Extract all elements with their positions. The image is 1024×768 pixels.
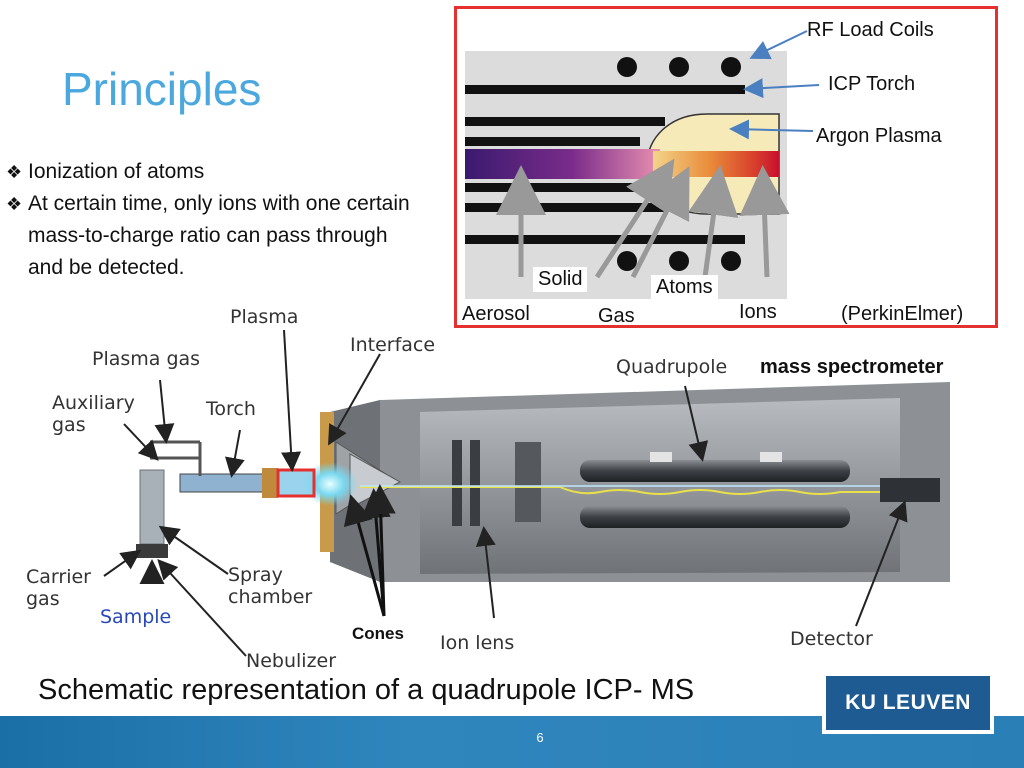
torch-tube: [179, 473, 271, 493]
spray-chamber-body: [139, 469, 165, 545]
icp-ms-schematic: Plasma Interface Plasma gas Auxiliary ga…: [0, 282, 1000, 682]
cones-leader: [343, 494, 386, 617]
rf-coil-dot: [669, 251, 689, 271]
mass-spectrometer-label: mass spectrometer: [760, 356, 944, 378]
torch-cross-section-diagram: [465, 30, 820, 299]
page-number: 6: [536, 730, 544, 745]
argon-plasma-callout-arrow: [729, 119, 814, 140]
rf-coils-callout-arrow: [749, 30, 808, 60]
slide-caption: Schematic representation of a quadrupole…: [38, 674, 695, 706]
icp-torch-callout-arrow: [743, 78, 820, 99]
rf-coil-dot: [721, 251, 741, 271]
quadrupole-rod: [580, 506, 850, 528]
plasma-gas-label: Plasma gas: [92, 348, 201, 370]
rf-load-coils-label: RF Load Coils: [807, 19, 934, 41]
plasma-gas-leader: [154, 379, 175, 444]
quadrupole-rod: [580, 460, 850, 482]
detector-leader: [855, 500, 908, 627]
spray-chamber-leader: [158, 525, 229, 575]
rod-holder: [760, 452, 782, 462]
rf-coil-dot: [721, 57, 741, 77]
ion-beam-path: [360, 486, 880, 495]
torch-leader: [225, 429, 245, 478]
icp-torch-label: ICP Torch: [828, 73, 916, 95]
ion-deflector: [515, 442, 541, 522]
quadrupole-leader: [684, 385, 709, 462]
ku-leuven-logo: KU LEUVEN: [826, 676, 990, 730]
diamond-bullet-icon: ❖: [6, 162, 23, 182]
atoms-arrow: [688, 165, 739, 278]
atoms-label: Atoms: [651, 275, 718, 300]
rf-coil-dot: [669, 57, 689, 77]
icp-ms-schematic-drawing: [103, 329, 950, 657]
torch-tube-inner: [465, 183, 640, 192]
slide-title: Principles: [62, 63, 262, 115]
aerosol-channel: [465, 149, 660, 179]
torch-tube-inner: [465, 137, 640, 146]
interface-leader: [328, 353, 381, 446]
torch-tube-outer: [465, 85, 745, 94]
torch-box: [262, 468, 278, 498]
detector-unit: [880, 478, 940, 502]
quadrupole-label: Quadrupole: [616, 356, 728, 378]
detector-label: Detector: [790, 628, 873, 650]
nebulizer-leader: [157, 559, 247, 657]
interface-label: Interface: [350, 334, 436, 356]
aerosol-label: Aerosol: [462, 303, 530, 325]
torch-tube-mid: [465, 117, 665, 126]
plasma-leader: [281, 329, 302, 472]
solid-label: Solid: [533, 267, 588, 292]
plasma-label: Plasma: [230, 306, 299, 328]
torch-tube-mid: [465, 203, 665, 212]
nebulizer-base: [136, 544, 168, 558]
ion-lens-leader: [475, 526, 496, 619]
torch-label: Torch: [206, 398, 256, 420]
carrier-gas-label: Carrier gas: [26, 566, 91, 610]
plasma-channel: [653, 151, 779, 177]
gas-label: Gas: [598, 305, 635, 327]
ion-lens-plate: [452, 440, 462, 526]
bullet-text: Ionization of atoms: [28, 160, 205, 183]
ion-lens-label: Ion lens: [440, 632, 515, 654]
carrier-gas-leader: [103, 549, 142, 577]
sample-label: Sample: [100, 606, 172, 628]
argon-plasma-label: Argon Plasma: [816, 125, 942, 147]
auxiliary-gas-leader: [123, 423, 159, 461]
gas-arrow: [630, 166, 690, 279]
bullet-item: ❖ At certain time, only ions with one ce…: [6, 188, 426, 284]
icp-torch-inset: RF Load Coils ICP Torch Argon Plasma Sol…: [454, 6, 998, 328]
diamond-bullet-icon: ❖: [6, 194, 23, 214]
rf-coil-dot: [617, 251, 637, 271]
cones-label: Cones: [352, 624, 404, 643]
bullet-text: At certain time, only ions with one cert…: [28, 192, 410, 279]
cones-leader: [365, 484, 396, 617]
bullet-list: ❖ Ionization of atoms ❖ At certain time,…: [6, 156, 426, 284]
rf-coil-dot: [617, 57, 637, 77]
perkinelmer-credit: (PerkinElmer): [841, 303, 964, 325]
ions-label: Ions: [739, 301, 777, 323]
bullet-item: ❖ Ionization of atoms: [6, 156, 426, 188]
rod-holder: [650, 452, 672, 462]
torch-tube-outer: [465, 235, 745, 244]
spray-chamber-label: Spray chamber: [228, 564, 313, 608]
ions-arrow: [739, 165, 790, 278]
auxiliary-gas-label: Auxiliary gas: [52, 392, 135, 436]
ion-lens-plate: [470, 440, 480, 526]
nebulizer-label: Nebulizer: [246, 650, 337, 672]
